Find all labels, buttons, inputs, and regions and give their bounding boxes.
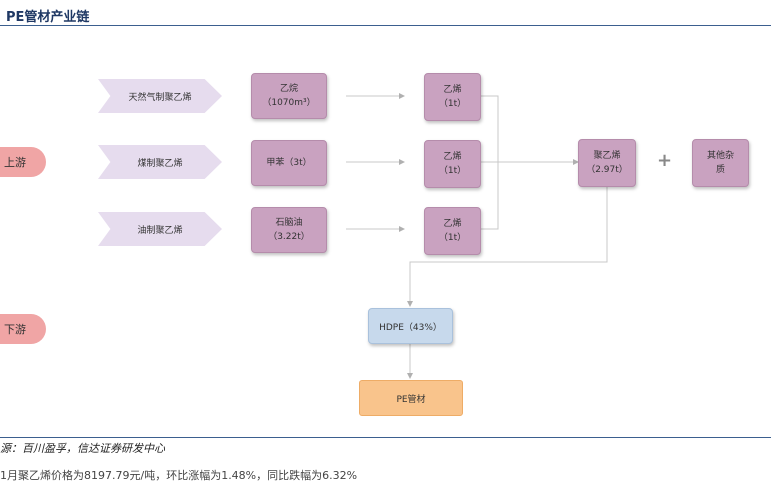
source-note: 源：百川盈孚，信达证券研发中心 <box>0 442 165 455</box>
product-ethylene-1: 乙烯 （1t） <box>424 73 481 121</box>
impurities-line-1: 其他杂 <box>706 151 734 161</box>
figure-title: PE管材产业链 <box>6 10 90 25</box>
product-amount: （1t） <box>438 166 467 176</box>
arrow-polyethylene-to-hdpe <box>407 185 608 307</box>
feedstock-name: 乙烷 <box>279 84 298 94</box>
product-amount: （1t） <box>438 233 467 243</box>
feedstock-toluene: 甲苯（3t） <box>251 140 327 186</box>
feedstock-naphtha: 石脑油 （3.22t） <box>251 207 327 253</box>
product-amount: （1t） <box>438 99 467 109</box>
bottom-divider <box>0 437 771 438</box>
merge-line-top <box>481 95 499 162</box>
title-divider <box>0 25 771 26</box>
plus-sign: + <box>657 150 673 171</box>
upstream-label: 上游 <box>0 147 46 177</box>
body-text-line: 1月聚乙烯价格为8197.79元/吨，环比涨幅为1.48%，同比跌幅为6.32% <box>0 469 358 482</box>
polyethylene-name: 聚乙烯 <box>593 151 621 161</box>
route-coal: 煤制聚乙烯 <box>98 145 222 179</box>
product-name: 乙烯 <box>443 219 462 229</box>
pe-pipe-box: PE管材 <box>359 380 463 416</box>
polyethylene-box: 聚乙烯 （2.97t） <box>578 139 636 187</box>
route-natural-gas: 天然气制聚乙烯 <box>98 79 222 113</box>
hdpe-box: HDPE（43%） <box>368 308 453 344</box>
feedstock-ethane: 乙烷 （1070m³） <box>251 73 327 119</box>
product-name: 乙烯 <box>443 85 462 95</box>
feedstock-amount: （3.22t） <box>268 232 310 242</box>
feedstock-amount: （1070m³） <box>262 98 316 108</box>
impurities-line-2: 质 <box>715 165 725 175</box>
product-ethylene-2: 乙烯 （1t） <box>424 140 481 188</box>
feedstock-name: 石脑油 <box>275 218 303 228</box>
downstream-label: 下游 <box>0 314 46 344</box>
product-ethylene-3: 乙烯 （1t） <box>424 207 481 255</box>
other-impurities-box: 其他杂 质 <box>692 139 749 187</box>
route-oil: 油制聚乙烯 <box>98 212 222 246</box>
product-name: 乙烯 <box>443 152 462 162</box>
polyethylene-amount: （2.97t） <box>586 165 628 175</box>
feedstock-name: 甲苯（3t） <box>266 158 312 168</box>
merge-line-bottom <box>481 162 499 230</box>
